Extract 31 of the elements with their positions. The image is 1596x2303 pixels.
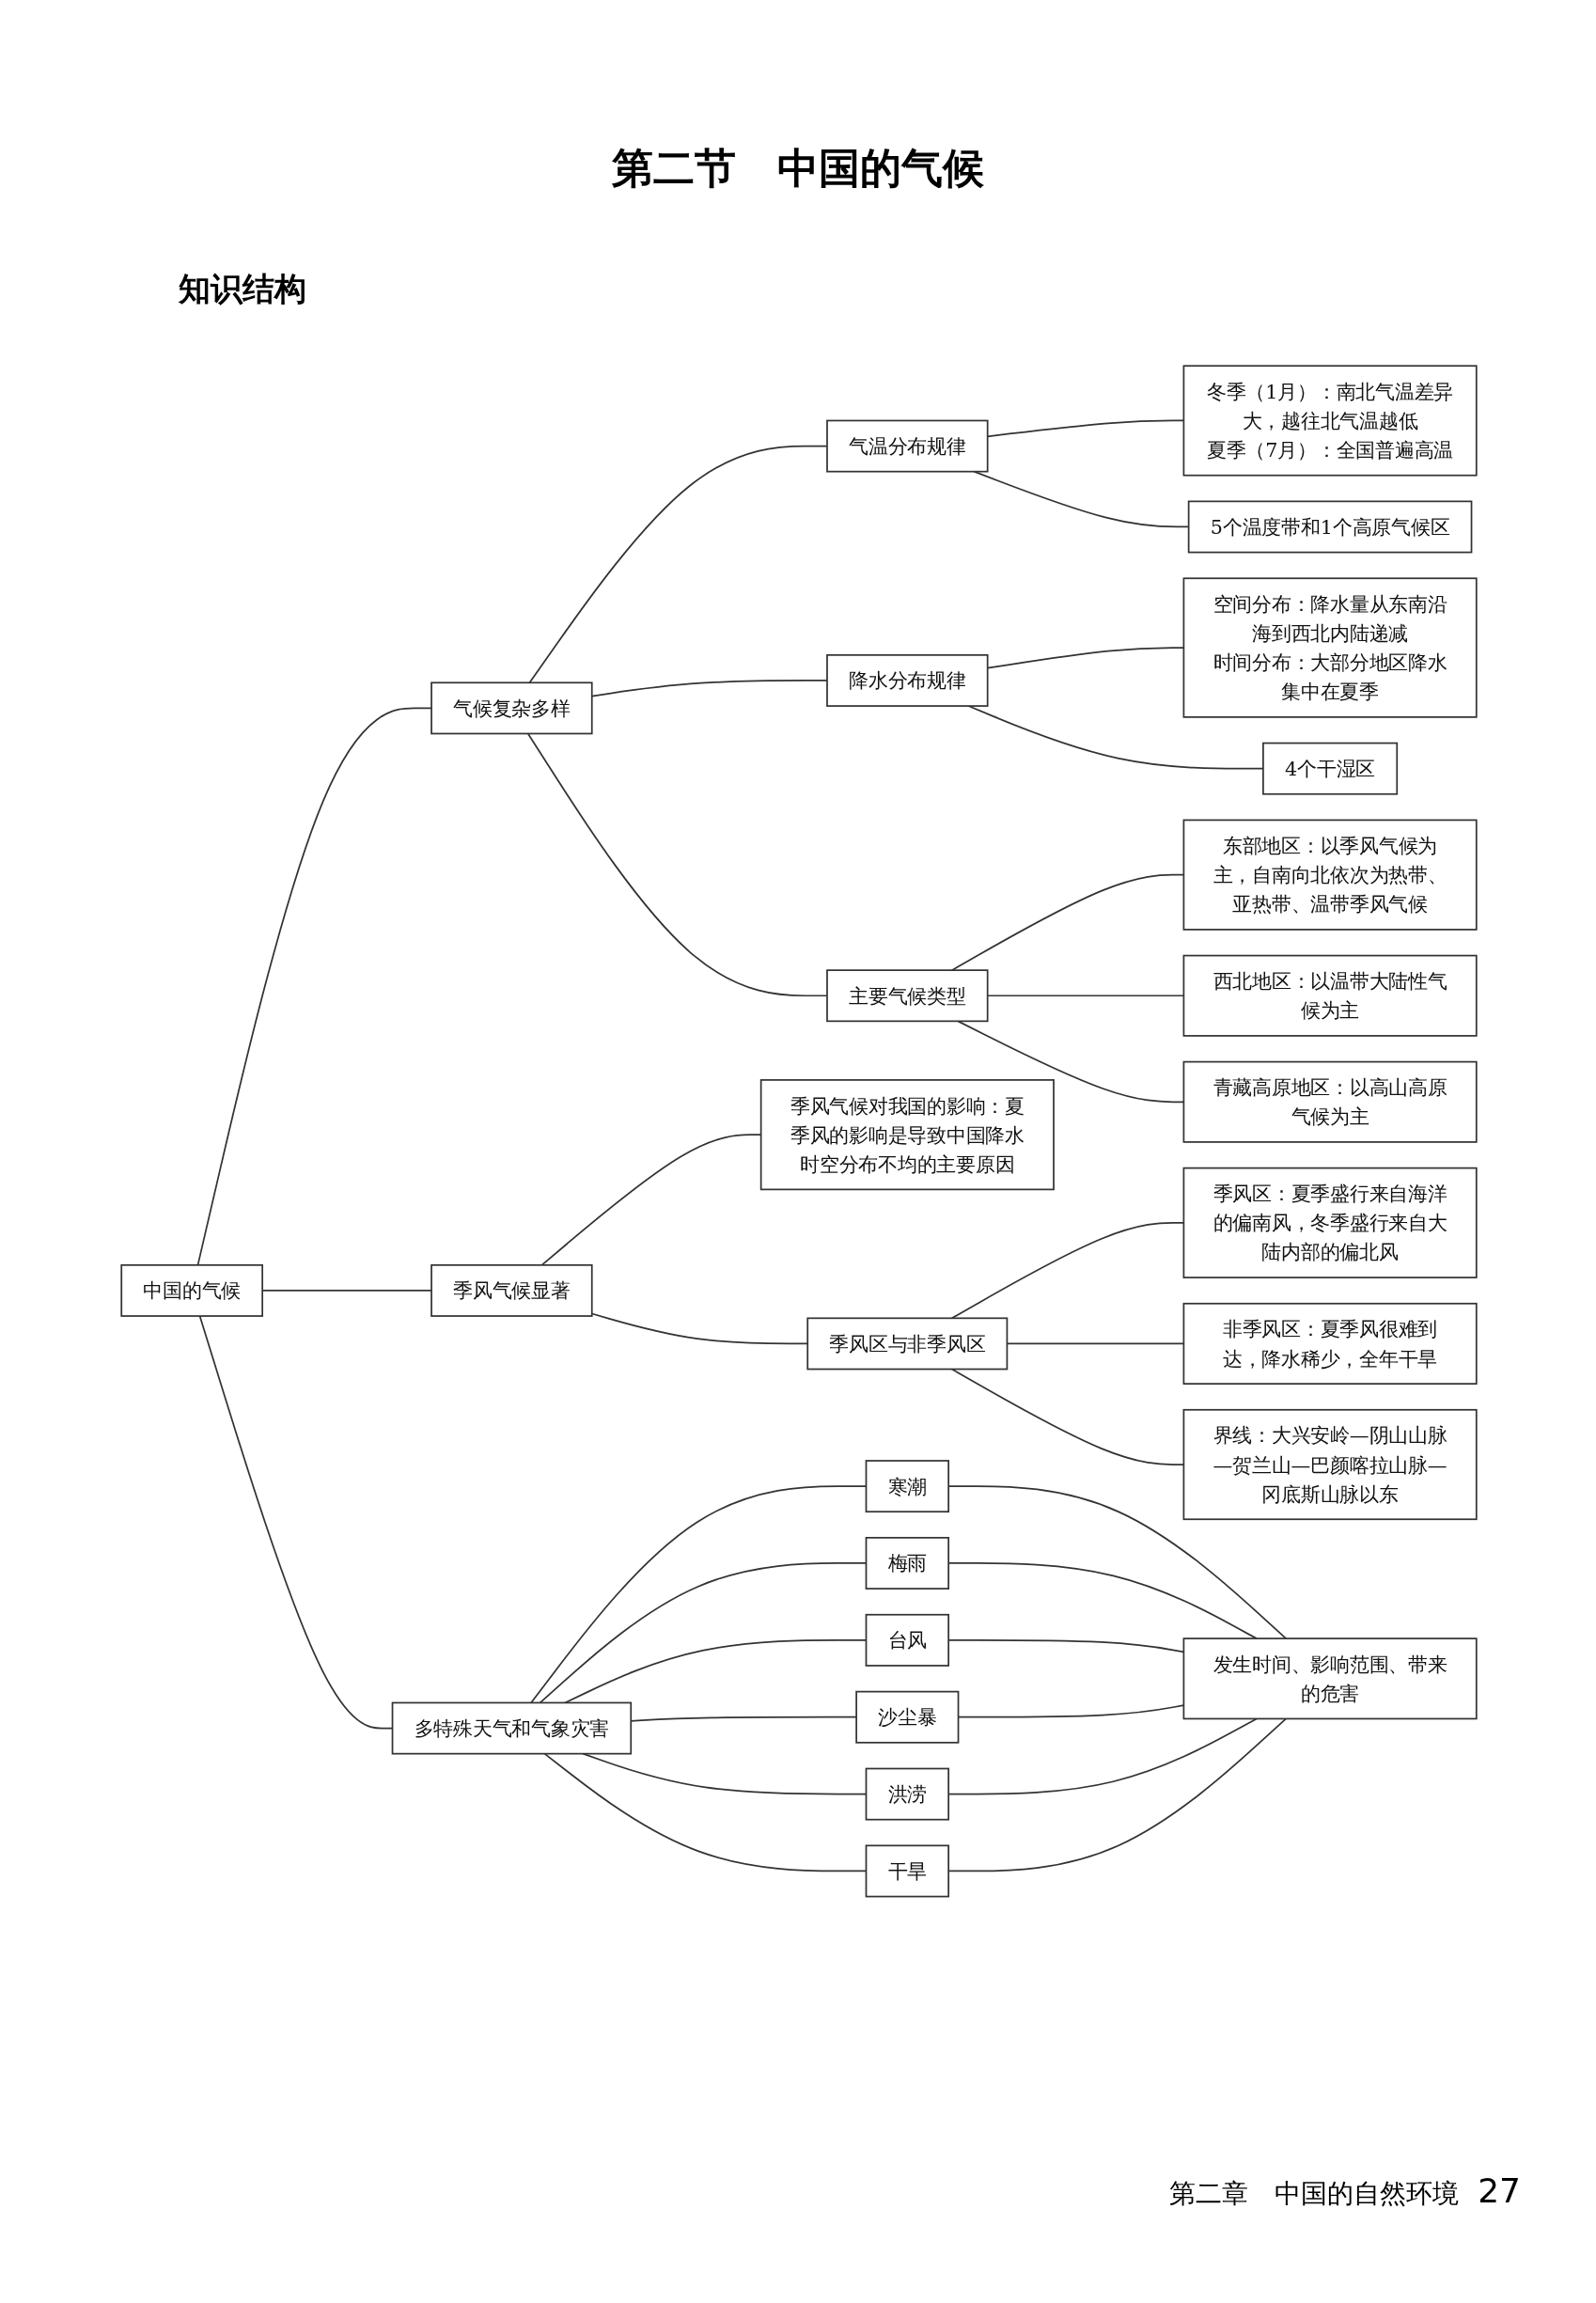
node-box: 季风区：夏季盛行来自海洋的偏南风，冬季盛行来自大陆内部的偏北风 [1182,1167,1478,1278]
node-box: 西北地区：以温带大陆性气候为主 [1182,954,1478,1037]
node-box: 发生时间、影响范围、带来的危害 [1182,1637,1478,1720]
node-box: 降水分布规律 [826,654,989,707]
node-box: 寒潮 [865,1460,949,1513]
node-box: 气温分布规律 [826,419,989,473]
section-heading: 知识结构 [179,270,306,307]
node-box: 青藏高原地区：以高山高原气候为主 [1182,1060,1478,1143]
node-box: 5个温度带和1个高原气候区 [1187,500,1473,554]
page-title: 第二节 中国的气候 [611,143,985,194]
page-number: 27 [1478,2171,1521,2210]
node-box: 非季风区：夏季风很难到达，降水稀少，全年干旱 [1182,1302,1478,1385]
node-box: 台风 [865,1613,949,1667]
node-box: 中国的气候 [120,1263,263,1317]
node-box: 气候复杂多样 [430,682,593,735]
node-box: 东部地区：以季风气候为主，自南向北依次为热带、亚热带、温带季风气候 [1182,819,1478,931]
node-box: 季风区与非季风区 [806,1317,1009,1371]
node-box: 洪涝 [865,1767,949,1821]
node-box: 沙尘暴 [855,1690,960,1744]
node-box: 季风气候显著 [430,1263,593,1317]
node-box: 空间分布：降水量从东南沿海到西北内陆递减 时间分布：大部分地区降水集中在夏季 [1182,577,1478,718]
node-box: 梅雨 [865,1537,949,1590]
node-box: 4个干湿区 [1262,742,1399,795]
node-box: 冬季（1月）：南北气温差异大，越往北气温越低 夏季（7月）：全国普遍高温 [1182,365,1478,477]
node-box: 干旱 [865,1844,949,1898]
node-box: 季风气候对我国的影响：夏季风的影响是导致中国降水时空分布不均的主要原因 [759,1079,1055,1191]
node-box: 主要气候类型 [826,969,989,1023]
chapter-footer: 第二章 中国的自然环境 [1169,2176,1460,2212]
node-box: 多特殊天气和气象灾害 [391,1701,633,1755]
node-box: 界线：大兴安岭—阴山山脉—贺兰山—巴颜喀拉山脉—冈底斯山脉以东 [1182,1408,1478,1521]
connector [196,707,432,1266]
